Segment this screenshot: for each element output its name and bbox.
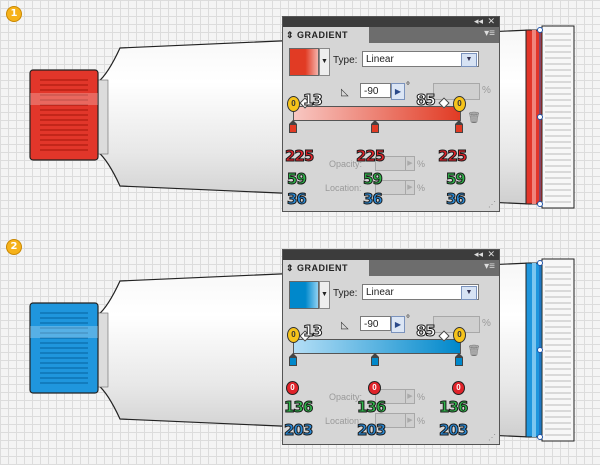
- stop3-blue-value: 203: [438, 421, 468, 440]
- resize-grip-icon[interactable]: ⋰: [488, 200, 496, 209]
- stop2-green-value: 136: [356, 398, 386, 417]
- angle-input[interactable]: -90: [360, 316, 391, 331]
- location-percent: %: [417, 183, 426, 193]
- stop2-green-value: 59: [363, 170, 384, 189]
- panel-tabbar: ⇕ GRADIENT ▾≡: [283, 260, 499, 276]
- location-dropdown-button[interactable]: ▶: [405, 413, 415, 428]
- stop1-blue-value: 36: [287, 190, 308, 209]
- opacity-dropdown-button[interactable]: ▶: [405, 389, 415, 404]
- marker-right: 0: [453, 327, 466, 343]
- resize-grip-icon[interactable]: ⋰: [488, 433, 496, 442]
- location-label: Location:: [325, 183, 362, 193]
- swatch-dropdown-icon[interactable]: ▼: [319, 48, 330, 76]
- angle-input[interactable]: -90: [360, 83, 391, 98]
- gradient-stop-left[interactable]: [289, 353, 297, 366]
- gradient-stop-right[interactable]: [455, 120, 463, 133]
- marker-right: 0: [453, 96, 466, 112]
- stop2-blue-value: 36: [363, 190, 384, 209]
- panel-menu-icon[interactable]: ▾≡: [484, 28, 495, 39]
- angle-icon: ◺: [341, 87, 349, 98]
- type-label: Type:: [333, 288, 358, 299]
- gradient-stop-left[interactable]: [289, 120, 297, 133]
- ratio-percent-label: %: [482, 318, 491, 329]
- gradient-swatch[interactable]: [289, 48, 319, 76]
- panel-tabbar: ⇕ GRADIENT ▾≡: [283, 27, 499, 43]
- gradient-stop-right[interactable]: [455, 353, 463, 366]
- tab-gradient[interactable]: ⇕ GRADIENT: [283, 27, 369, 43]
- opacity-label: Opacity:: [329, 392, 363, 402]
- stop1-green-value: 59: [287, 170, 308, 189]
- panel-titlebar: ◂◂ ✕: [283, 249, 499, 260]
- chevron-down-icon: ▼: [461, 53, 477, 67]
- marker-left: 0: [287, 327, 300, 343]
- stop3-green-value: 136: [438, 398, 468, 417]
- stop3-red-value: 0: [452, 381, 465, 395]
- stop1-red-value: 225: [284, 147, 314, 166]
- left-location-number: 13: [303, 322, 324, 341]
- stop2-blue-value: 203: [356, 421, 386, 440]
- gradient-slider-bar[interactable]: [293, 339, 461, 354]
- gradient-panel: ◂◂ ✕ ⇕ GRADIENT ▾≡ ▼ Type: Linear ▼ ◺ -9…: [282, 16, 500, 212]
- gradient-stop-middle[interactable]: [371, 353, 379, 366]
- trash-icon[interactable]: 🗑: [467, 112, 481, 124]
- panel-menu-icon[interactable]: ▾≡: [484, 261, 495, 272]
- type-label: Type:: [333, 55, 358, 66]
- swatch-dropdown-icon[interactable]: ▼: [319, 281, 330, 309]
- angle-dropdown-button[interactable]: ▶: [391, 316, 405, 333]
- right-location-number: 85: [416, 322, 437, 341]
- opacity-percent: %: [417, 392, 426, 402]
- gradient-swatch[interactable]: [289, 281, 319, 309]
- location-dropdown-button[interactable]: ▶: [405, 180, 415, 195]
- angle-icon: ◺: [341, 320, 349, 331]
- tab-gradient[interactable]: ⇕ GRADIENT: [283, 260, 369, 276]
- stop2-red-value: 0: [368, 381, 381, 395]
- type-select[interactable]: Linear ▼: [362, 51, 479, 67]
- opacity-label: Opacity:: [329, 159, 363, 169]
- panel-titlebar: ◂◂ ✕: [283, 16, 499, 27]
- gradient-stop-middle[interactable]: [371, 120, 379, 133]
- location-percent: %: [417, 416, 426, 426]
- stop1-blue-value: 203: [283, 421, 313, 440]
- trash-icon[interactable]: 🗑: [467, 345, 481, 357]
- step-1: 1: [0, 0, 600, 232]
- degree-symbol: °: [406, 314, 410, 325]
- location-label: Location:: [325, 416, 362, 426]
- right-location-number: 85: [416, 91, 437, 110]
- step-badge: 1: [6, 6, 22, 22]
- left-location-number: 13: [303, 91, 324, 110]
- stop3-red-value: 225: [437, 147, 467, 166]
- ratio-percent-label: %: [482, 85, 491, 96]
- stop2-red-value: 225: [355, 147, 385, 166]
- opacity-percent: %: [417, 159, 426, 169]
- stop3-blue-value: 36: [446, 190, 467, 209]
- collapse-icon[interactable]: ◂◂: [473, 249, 483, 259]
- close-icon[interactable]: ✕: [487, 249, 495, 259]
- step-2: 2: [0, 233, 600, 465]
- step-badge: 2: [6, 239, 22, 255]
- collapse-icon[interactable]: ◂◂: [473, 16, 483, 26]
- gradient-panel: ◂◂ ✕ ⇕ GRADIENT ▾≡ ▼ Type: Linear ▼ ◺ -9…: [282, 249, 500, 445]
- angle-dropdown-button[interactable]: ▶: [391, 83, 405, 100]
- marker-left: 0: [287, 96, 300, 112]
- chevron-down-icon: ▼: [461, 286, 477, 300]
- close-icon[interactable]: ✕: [487, 16, 495, 26]
- opacity-dropdown-button[interactable]: ▶: [405, 156, 415, 171]
- stop1-green-value: 136: [283, 398, 313, 417]
- degree-symbol: °: [406, 81, 410, 92]
- stop3-green-value: 59: [446, 170, 467, 189]
- type-select[interactable]: Linear ▼: [362, 284, 479, 300]
- stop1-red-value: 0: [286, 381, 299, 395]
